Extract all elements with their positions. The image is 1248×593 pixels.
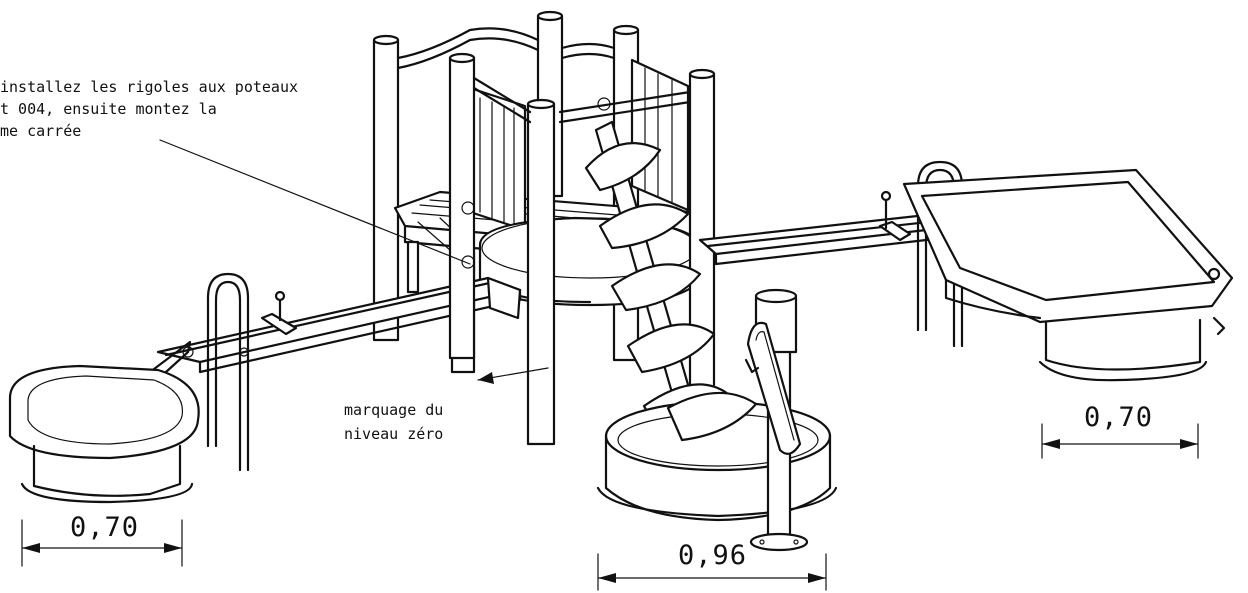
zero-level-line-2: niveau zéro (344, 425, 444, 443)
install-note-line-1: installez les rigoles aux poteaux (0, 78, 299, 96)
right-square-basin (902, 168, 1234, 382)
zero-level-note: marquage du niveau zéro (344, 398, 443, 446)
left-arch-handle (206, 272, 250, 472)
dimension-right (1041, 423, 1199, 459)
left-valve (260, 290, 298, 336)
zero-level-line-1: marquage du (344, 401, 444, 419)
dimension-center (597, 553, 827, 591)
water-pump (744, 288, 809, 552)
left-basin (8, 364, 200, 504)
install-note-line-3: me carrée (0, 122, 82, 140)
install-note: installez les rigoles aux poteaux t 004,… (0, 76, 360, 142)
install-note-line-2: t 004, ensuite montez la (0, 100, 217, 118)
right-valve (878, 190, 912, 242)
center-basin (596, 391, 838, 522)
climbing-panels (468, 58, 692, 232)
center-basin-dimension: 0,96 (678, 540, 748, 571)
left-basin-dimension: 0,70 (70, 512, 140, 543)
dimension-left (21, 519, 183, 567)
right-basin-dimension: 0,70 (1084, 402, 1154, 433)
leader-lines (159, 139, 549, 384)
